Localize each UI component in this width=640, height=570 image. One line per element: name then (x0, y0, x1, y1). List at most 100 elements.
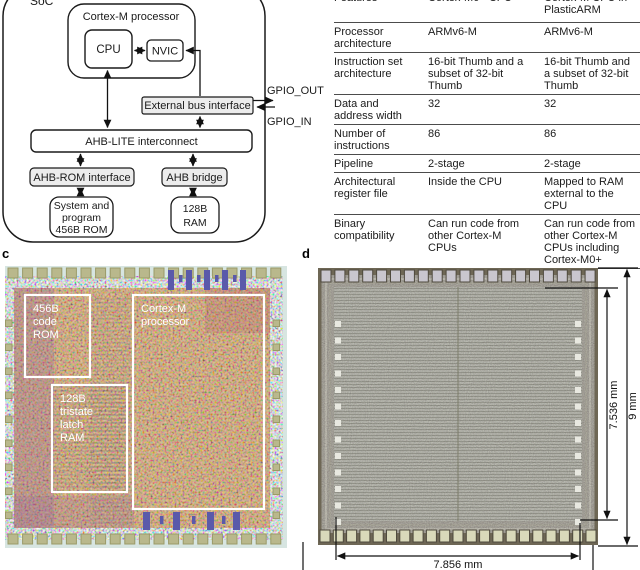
bond-pad (233, 275, 237, 282)
bond-pad (270, 267, 282, 279)
bond-pad (272, 487, 280, 495)
bond-pad (348, 269, 360, 283)
bond-pad (575, 403, 581, 410)
bond-pad (390, 269, 401, 283)
soc-label: SoC (30, 0, 54, 8)
bond-pad (575, 502, 581, 509)
panel-c-label: c (2, 246, 10, 261)
value-cell: 16-bit Thumb and a subset of 32-bit Thum… (544, 56, 631, 92)
bond-pad (22, 267, 34, 279)
bond-pad (168, 270, 174, 290)
bond-pad (492, 529, 504, 543)
table-row: Pipeline 2-stage 2-stage (334, 155, 640, 173)
bond-pad (319, 529, 331, 543)
ram-128b-line2: RAM (183, 217, 206, 229)
bond-pad (241, 533, 253, 545)
cpu-box (84, 29, 133, 69)
die-c-blue-pads (143, 270, 246, 530)
dim-outer-height-label: 9 mm (627, 392, 639, 420)
system-rom-line3: 456B ROM (56, 224, 108, 236)
bond-pad (501, 269, 513, 283)
value-cell: 32 (544, 98, 557, 110)
bond-pad (334, 269, 346, 283)
bond-pad (515, 269, 527, 283)
bond-pad (65, 267, 77, 279)
bond-pad (207, 512, 214, 530)
soc-boundary (2, 0, 266, 243)
dim-width-label: 7.856 mm (434, 559, 483, 570)
rom-region-line3: ROM (33, 329, 59, 341)
bond-pad (5, 367, 13, 375)
bond-pad (335, 321, 341, 327)
bond-pad (51, 267, 63, 279)
ahb-bridge-box (161, 167, 228, 187)
ram-128b-box (170, 196, 220, 234)
die-d-top-pads (320, 269, 596, 283)
bond-pad (335, 420, 341, 426)
bond-pad (5, 463, 13, 471)
bond-pad (335, 502, 341, 509)
feature-cell: Data and address width (334, 98, 402, 122)
bond-pad (372, 529, 384, 543)
bond-pad (417, 269, 429, 283)
bond-pad (272, 319, 280, 327)
bond-pad (575, 337, 581, 344)
bond-pad (5, 511, 13, 519)
ahb-lite-label: AHB-LITE interconnect (85, 136, 198, 148)
bond-pad (179, 275, 183, 282)
header-features: Features (334, 0, 416, 16)
bond-pad (109, 267, 121, 279)
bond-pad (335, 403, 341, 410)
bond-pad (272, 367, 280, 375)
bond-pad (532, 529, 544, 543)
bond-pad (186, 270, 192, 290)
bond-pad (272, 439, 280, 447)
bond-pad (575, 387, 581, 393)
bond-pad (95, 533, 107, 545)
bond-pad (575, 469, 581, 476)
comparison-table: Features Cortex-M0+ CPU Cortex-M CPU in … (334, 0, 640, 269)
bond-pad (558, 529, 570, 543)
bond-pad (22, 533, 34, 545)
ram-128b-line1: 128B (183, 203, 208, 215)
die-d-bottom-pads (319, 529, 597, 543)
value-cell: Can run code from other Cortex-M CPUs (428, 218, 520, 254)
bond-pad (138, 267, 150, 279)
bond-pad (182, 533, 194, 545)
bond-pad (7, 533, 19, 545)
bond-pad (425, 529, 437, 543)
bond-pad (572, 529, 584, 543)
bond-pad (575, 420, 581, 426)
bond-pad (335, 453, 341, 459)
feature-cell: Pipeline (334, 158, 374, 170)
bond-pad (5, 391, 13, 399)
value-cell: 2-stage (544, 158, 581, 170)
bond-pad (197, 533, 209, 545)
die-photo-d: 7.536 mm 9 mm 7.856 mm (302, 267, 639, 570)
bond-pad (95, 267, 107, 279)
system-rom-line2: program (62, 212, 101, 224)
table-header: Features Cortex-M0+ CPU Cortex-M CPU in … (334, 0, 640, 23)
value-cell: 2-stage (428, 158, 465, 170)
ram-region-outline (50, 383, 129, 494)
nvic-box (146, 39, 184, 62)
bond-pad (575, 321, 581, 327)
bond-pad (5, 415, 13, 423)
bond-pad (575, 436, 581, 443)
bond-pad (226, 533, 238, 545)
bond-pad (222, 516, 226, 524)
bond-pad (211, 533, 223, 545)
bond-pad (431, 269, 443, 283)
header-cortex-m0plus: Cortex-M0+ CPU (428, 0, 532, 16)
ram-region-line2: tristate (60, 406, 93, 418)
bond-pad (575, 370, 581, 377)
bond-pad (459, 269, 471, 283)
bond-pad (332, 529, 344, 543)
bond-pad (240, 270, 246, 290)
bond-pad (204, 270, 210, 290)
bond-pad (556, 269, 568, 283)
bond-pad (376, 269, 388, 283)
bond-pad (272, 511, 280, 519)
